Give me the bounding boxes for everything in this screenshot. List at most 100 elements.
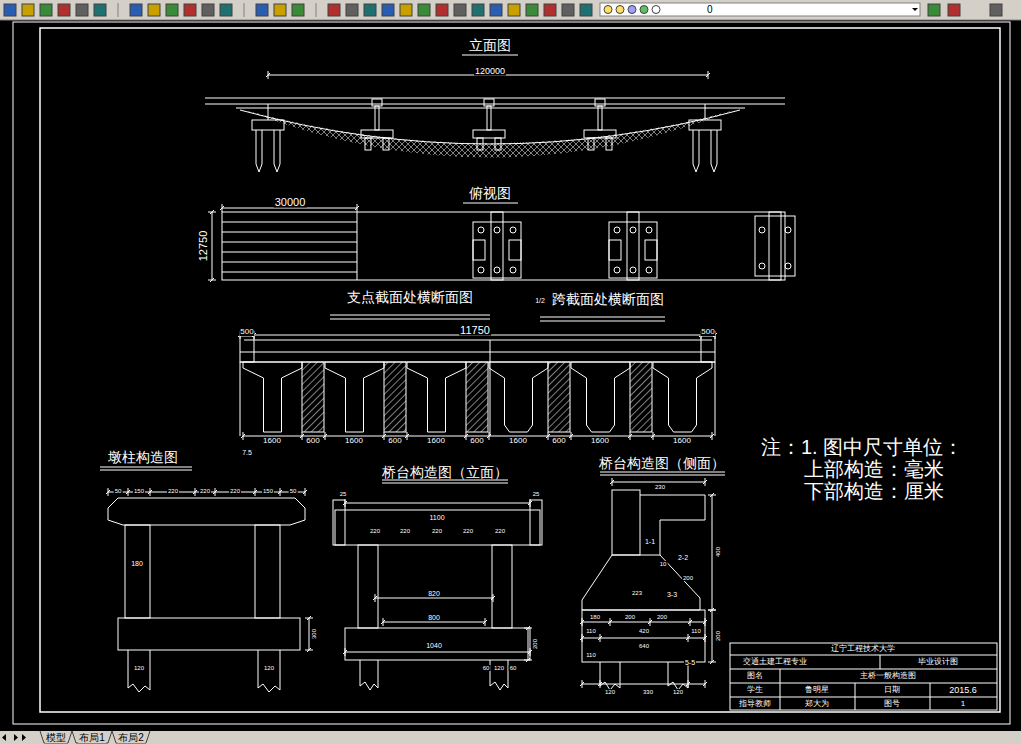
note-text: 上部构造：毫米 xyxy=(803,459,945,479)
abutment-wall xyxy=(705,104,706,120)
extension-line xyxy=(280,488,281,496)
pile xyxy=(495,138,501,150)
dimension-text: 120 xyxy=(672,689,684,695)
pile xyxy=(256,130,262,172)
extension-line xyxy=(650,618,651,626)
dimension-text: 300 xyxy=(311,628,317,640)
dimension-text: 150 xyxy=(262,488,274,494)
pier-plan-notch xyxy=(609,240,621,260)
pile-circle xyxy=(614,267,620,273)
dimension-text: 11750 xyxy=(459,325,491,336)
ground-hatch xyxy=(245,110,735,158)
pier-footing xyxy=(584,130,616,138)
layer-state-icon xyxy=(616,6,624,14)
dimension-text: 50 xyxy=(114,488,123,494)
pier-column xyxy=(598,106,602,130)
toolbar-icon xyxy=(364,4,376,16)
dimension-line xyxy=(582,622,705,623)
t-beam xyxy=(653,362,712,432)
drawing-frame xyxy=(40,28,1000,712)
title-underline xyxy=(100,467,192,470)
abutment-body xyxy=(582,555,700,610)
extension-line xyxy=(345,499,346,507)
extension-line xyxy=(222,204,223,212)
toolbar-icon xyxy=(94,4,106,16)
toolbar-icon xyxy=(202,4,214,16)
plan-view xyxy=(222,203,785,280)
pile-circle xyxy=(630,267,636,273)
toolbar-icon xyxy=(418,4,430,16)
extension-line xyxy=(305,650,313,651)
wet-joint-hatch xyxy=(384,362,406,432)
toolbar-icons xyxy=(4,3,1002,17)
title-block-cell: 郑大为 xyxy=(804,700,830,708)
toolbar-separator xyxy=(316,3,317,17)
pile-circle xyxy=(759,263,765,269)
dimension-text: 220 xyxy=(229,488,241,494)
toolbar-icon xyxy=(148,4,160,16)
tie-beam xyxy=(118,618,300,650)
dimension-line xyxy=(345,652,530,653)
dimension-text: 600 xyxy=(551,437,566,445)
toolbar-icon xyxy=(562,4,574,16)
dimension-text: 220 xyxy=(431,528,443,534)
layer-state-icon xyxy=(628,6,636,14)
toolbar-icon xyxy=(436,4,448,16)
title-underline xyxy=(382,480,508,483)
dimension-text: 60 xyxy=(482,665,491,671)
bearing xyxy=(595,99,605,106)
dimension-text: 200 xyxy=(532,638,538,650)
deck-line xyxy=(205,98,785,99)
dimension-text: 600 xyxy=(387,437,402,445)
title-block-cell: 鲁明星 xyxy=(804,686,830,694)
column xyxy=(125,525,150,618)
toolbar-icon xyxy=(472,4,484,16)
extension-line xyxy=(712,432,713,440)
bearing xyxy=(372,99,382,106)
pier-plan-notch xyxy=(473,240,485,260)
pile xyxy=(477,138,483,150)
toolbar-icon xyxy=(256,4,268,16)
bearing xyxy=(484,99,494,106)
dimension-text: 220 xyxy=(462,528,474,534)
pile-circle xyxy=(510,227,516,233)
corbel xyxy=(640,495,705,555)
dimension-text: 223 xyxy=(631,590,643,596)
dimension-text: 220 xyxy=(494,528,506,534)
title-block-cell: 指导教师 xyxy=(738,700,772,708)
extension-line xyxy=(571,432,572,440)
view-title: 立面图 xyxy=(468,38,512,52)
dimension-text: 1600 xyxy=(508,437,528,445)
dimension-text: 1600 xyxy=(344,437,364,445)
footing xyxy=(345,628,530,660)
railing-line xyxy=(244,340,712,341)
dimension-text: 120 xyxy=(493,665,505,671)
abutment-cap xyxy=(689,120,721,130)
extension-line xyxy=(530,499,531,507)
toolbar-icon xyxy=(490,4,502,16)
extension-line xyxy=(524,628,532,629)
pile-circle xyxy=(785,263,791,269)
toolbar-edge xyxy=(0,20,1021,21)
dimension-text: 12750 xyxy=(198,230,209,263)
pile-circle xyxy=(646,267,652,273)
layer-name: 0 xyxy=(706,5,714,15)
title-block-cell: 主桥一般构造图 xyxy=(859,672,917,680)
extension-line xyxy=(384,432,385,440)
extension-line xyxy=(305,488,306,496)
toolbar-icon xyxy=(292,4,304,16)
dimension-text: 120 xyxy=(133,665,145,671)
extension-line xyxy=(690,618,691,626)
pile-circle xyxy=(478,227,484,233)
dimension-line xyxy=(528,628,529,660)
pile xyxy=(274,130,280,172)
column xyxy=(358,545,378,628)
wet-joint-hatch xyxy=(466,362,488,432)
extension-line xyxy=(383,618,384,626)
dimension-text: 60 xyxy=(509,665,518,671)
title-block-cell: 日期 xyxy=(883,686,901,694)
abutment-elevation xyxy=(333,480,542,690)
toolbar-icon xyxy=(184,4,196,16)
toolbar-icon xyxy=(220,4,232,16)
